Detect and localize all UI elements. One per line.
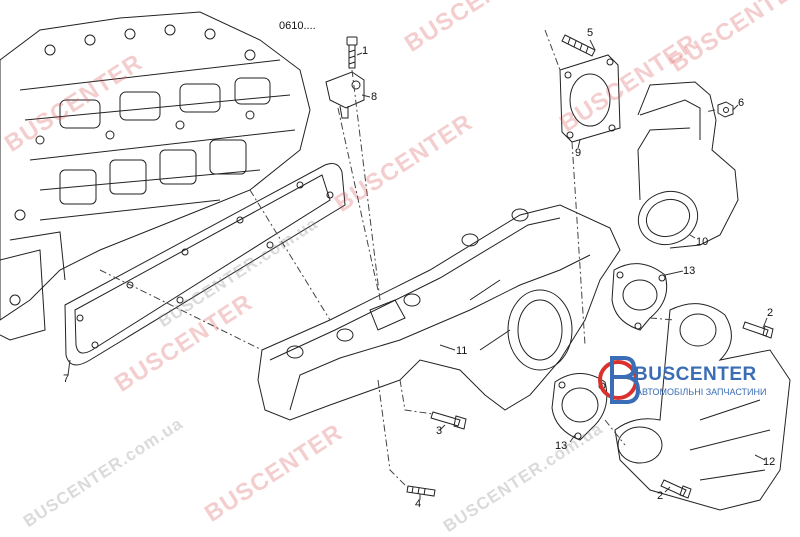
callout-6: 6 <box>738 97 745 109</box>
callout-7: 7 <box>63 373 70 385</box>
stud-5 <box>561 34 596 57</box>
flange-gasket-13-lower <box>551 373 608 441</box>
logo-subtitle: АВТОМОБІЛЬНІ ЗАПЧАСТИНИ <box>636 387 767 397</box>
callout-3: 3 <box>436 425 443 437</box>
elbow-pipe-10 <box>637 81 739 249</box>
callout-12: 12 <box>763 456 776 468</box>
nut-6 <box>717 101 734 118</box>
bolt-2-lower <box>660 479 692 499</box>
callout-5: 5 <box>587 27 594 39</box>
flange-gasket-9 <box>559 54 621 143</box>
diagram-code: 0610.... <box>279 20 316 32</box>
logo-mark-icon <box>598 356 641 404</box>
manifold-gasket <box>64 163 346 366</box>
callout-4: 4 <box>415 498 422 510</box>
callout-11: 11 <box>456 345 468 357</box>
callout-leaders <box>67 39 768 500</box>
bolt-2-upper <box>742 321 774 339</box>
callout-2-lower: 2 <box>657 490 664 502</box>
bolt-3 <box>430 411 467 430</box>
logo-title: BUSCENTER <box>634 364 757 385</box>
stud-4 <box>406 485 436 497</box>
callout-10: 10 <box>696 236 709 248</box>
cylinder-head <box>0 11 311 341</box>
bolt-1 <box>346 36 358 69</box>
exhaust-pipe-12 <box>614 303 791 511</box>
buscenter-logo: BUSCENTER АВТОМОБІЛЬНІ ЗАПЧАСТИНИ <box>598 350 788 410</box>
callout-8: 8 <box>371 91 378 103</box>
callout-1: 1 <box>362 45 369 57</box>
callout-13-upper: 13 <box>683 265 696 277</box>
intake-manifold-11 <box>257 204 621 421</box>
flange-gasket-13-upper <box>611 263 668 331</box>
callout-9: 9 <box>575 147 582 159</box>
callout-2-upper: 2 <box>767 307 774 319</box>
leader-lines <box>99 29 716 489</box>
pressure-sensor-8 <box>325 71 365 119</box>
callout-13-lower: 13 <box>555 440 568 452</box>
